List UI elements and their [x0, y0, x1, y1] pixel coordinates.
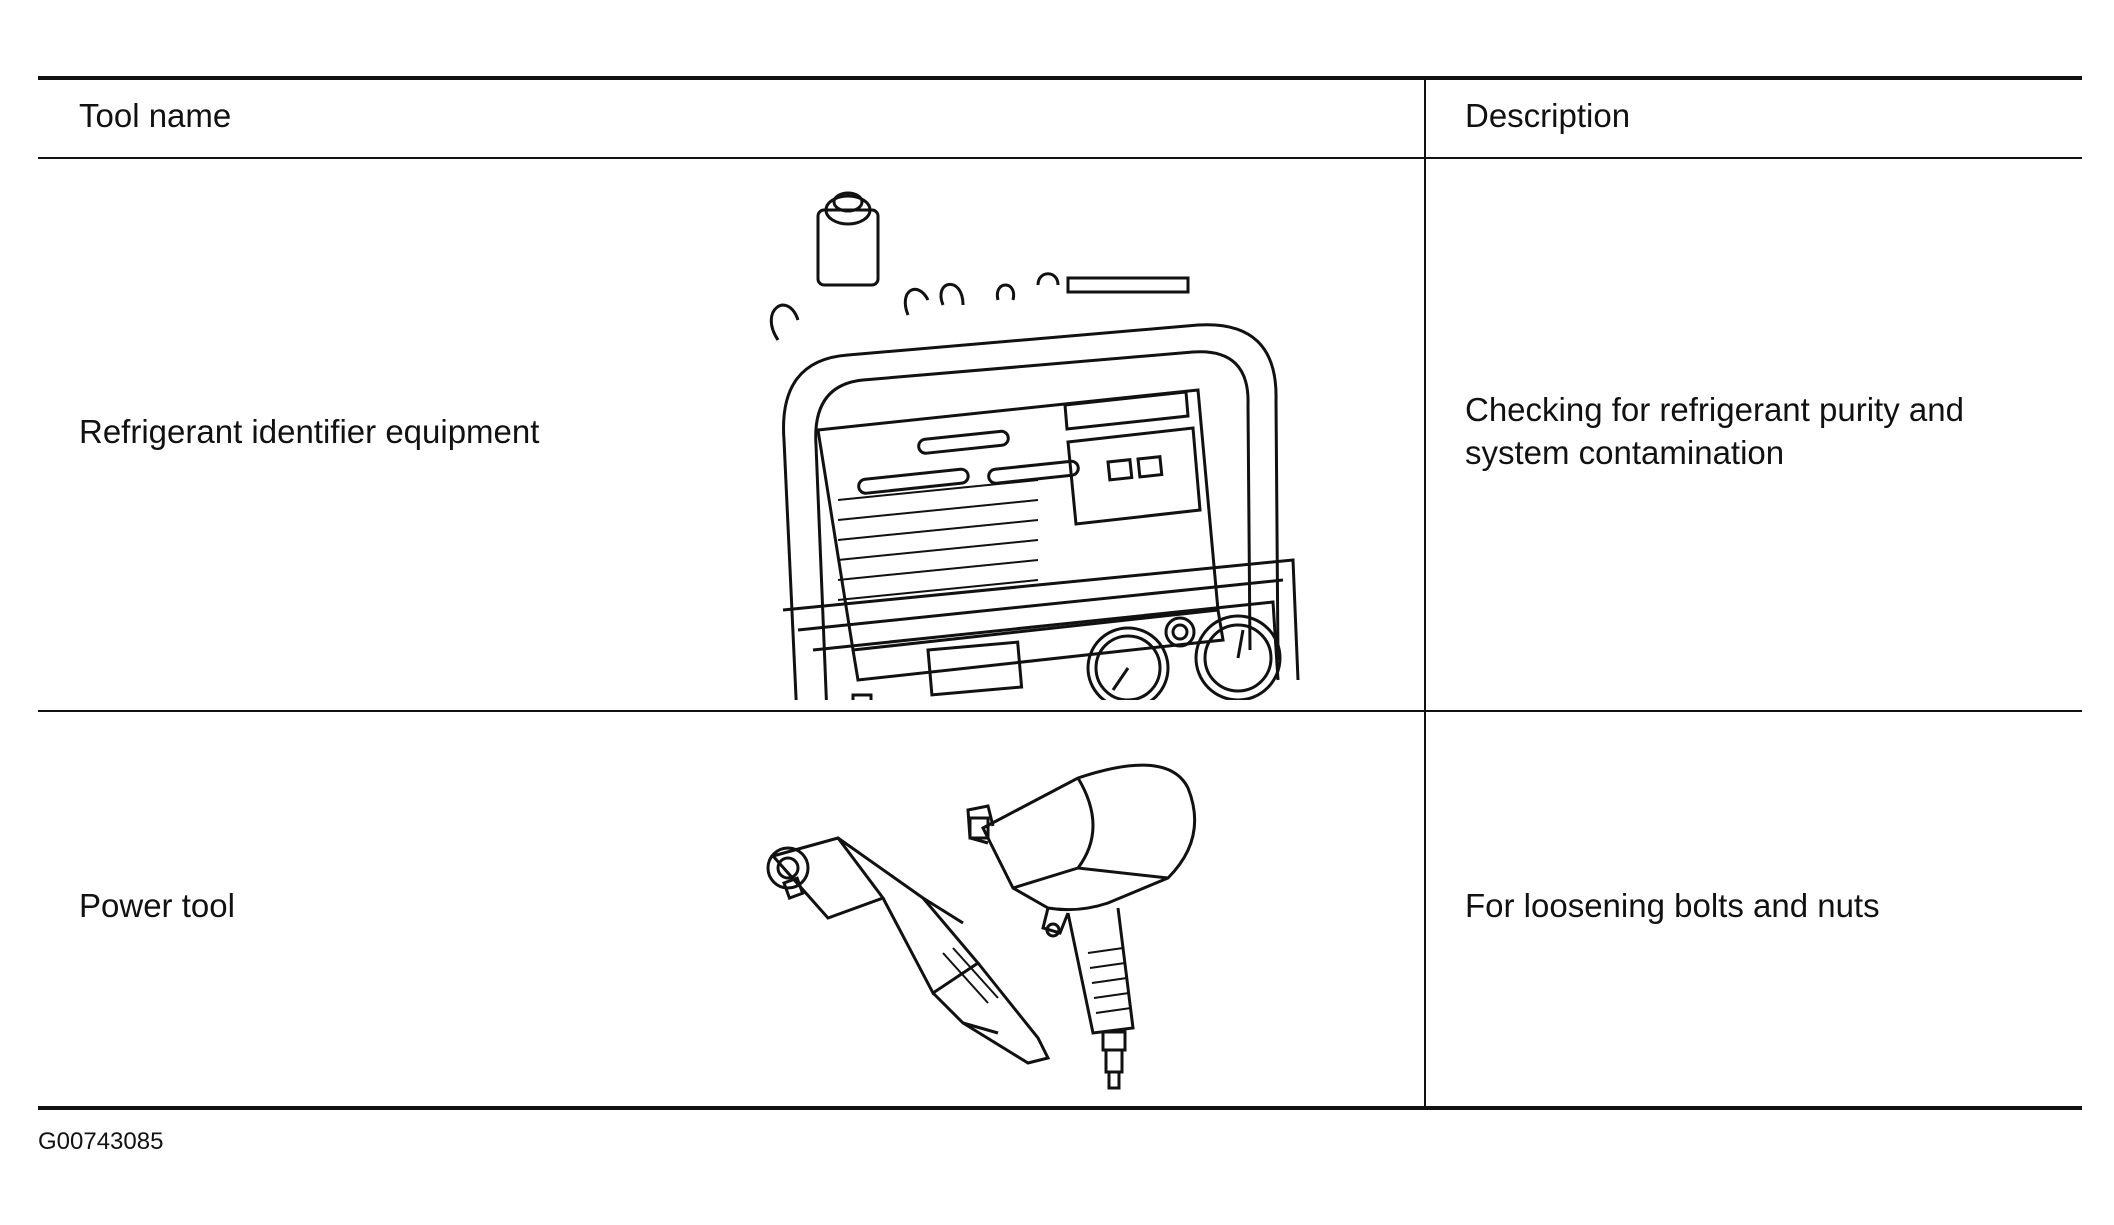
row-1-description: Checking for refrigerant purity and syst… [1465, 391, 1964, 471]
table-top-rule [38, 76, 2082, 80]
figure-id: G00743085 [38, 1128, 164, 1155]
table-bottom-rule [38, 1106, 2082, 1110]
column-divider [1424, 76, 1426, 1108]
header-description: Description [1465, 97, 1631, 134]
row-1-tool-name: Refrigerant identifier equipment [79, 413, 540, 450]
header-tool-name: Tool name [79, 97, 232, 134]
row-2-tool-name: Power tool [79, 887, 235, 924]
row-2-description: For loosening bolts and nuts [1465, 887, 1880, 924]
header-rule [38, 157, 2082, 159]
power-tool-illustration [748, 748, 1228, 1108]
refrigerant-identifier-illustration [738, 180, 1318, 700]
row-divider [38, 710, 2082, 712]
